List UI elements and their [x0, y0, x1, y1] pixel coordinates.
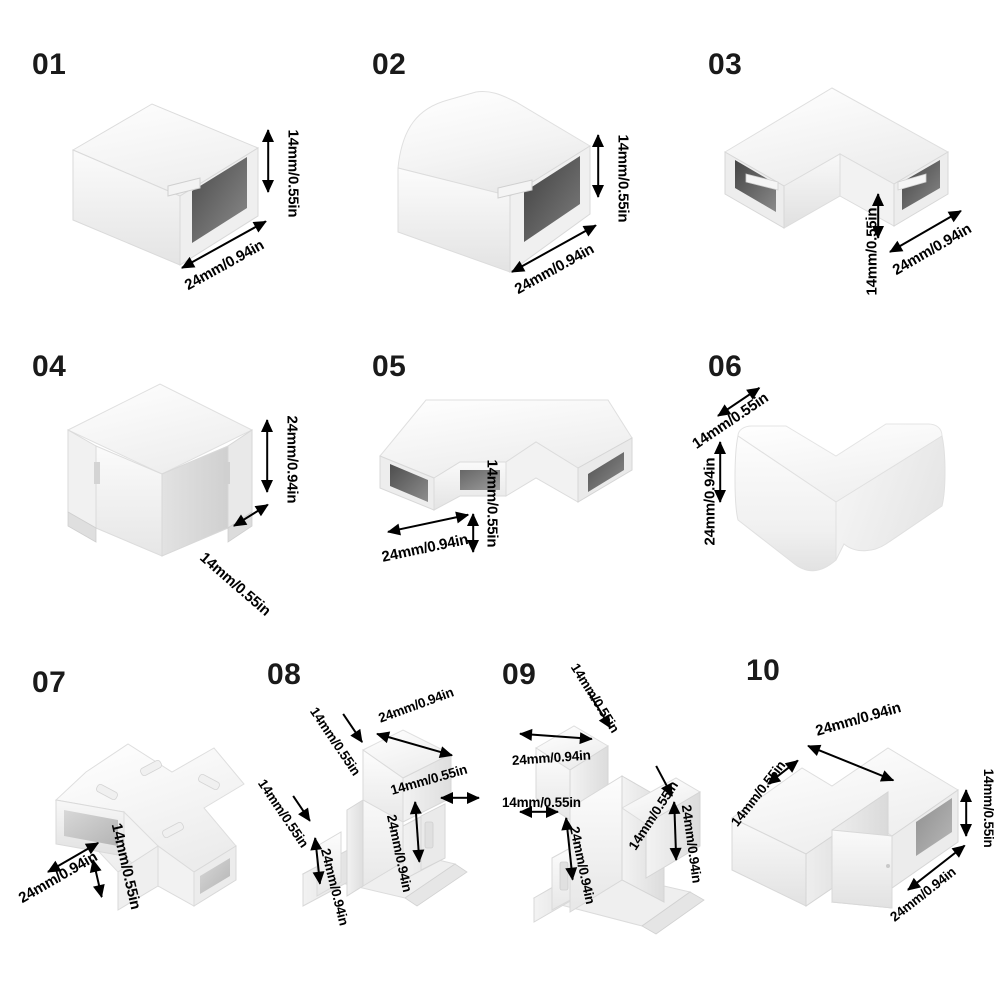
dim-arrow-rightheight-09: [667, 800, 683, 862]
item-number-07: 07: [32, 666, 67, 699]
item-number-08: 08: [267, 658, 302, 691]
item-08: 08: [255, 650, 505, 1000]
dim-label-rightheight-10: 14mm/0.55in: [980, 768, 996, 848]
crossover-shape: [731, 747, 959, 909]
product-illustration-05: [340, 330, 680, 660]
dim-label-height-06: 24mm/0.94in: [701, 457, 719, 546]
product-illustration-09: [490, 630, 750, 1000]
product-illustration-01: [0, 0, 340, 330]
item-number-04: 04: [32, 350, 67, 383]
product-illustration-03: [680, 0, 1000, 330]
dim-label-leftdepth-09: 14mm/0.55in: [502, 795, 581, 810]
item-number-03: 03: [708, 48, 743, 81]
item-04: 04: [0, 330, 340, 660]
product-illustration-10: [720, 640, 1000, 1000]
dim-label-height-03: 14mm/0.55in: [863, 207, 881, 296]
product-illustration-07: [0, 660, 260, 1000]
item-10: 10: [720, 640, 1000, 1000]
product-illustration-02: [340, 0, 680, 330]
item-number-02: 02: [372, 48, 407, 81]
endcap-shape: [397, 91, 591, 273]
item-05: 05: [340, 330, 680, 660]
coupler-shape: [71, 103, 260, 266]
item-01: 01: [0, 0, 340, 330]
item-number-09: 09: [502, 658, 537, 691]
cross-shape: [54, 743, 245, 911]
item-number-01: 01: [32, 48, 67, 81]
elbow-shape: [724, 87, 950, 229]
dim-label-height-02: 14mm/0.55in: [614, 134, 632, 223]
item-number-05: 05: [372, 350, 407, 383]
item-02: 02: [340, 0, 680, 330]
dim-label-height-01: 14mm/0.55in: [284, 129, 302, 218]
item-number-06: 06: [708, 350, 743, 383]
dim-label-height-05: 14mm/0.55in: [483, 459, 501, 548]
tee-shape: [379, 399, 633, 511]
item-07: 07: [0, 660, 260, 1000]
item-number-10: 10: [746, 654, 781, 687]
three-way-corner-mirror-shape: [532, 725, 705, 935]
item-06: 06: [660, 330, 1000, 660]
product-illustration-06: [660, 330, 1000, 660]
internal-corner-shape: [66, 383, 254, 557]
item-09: 09: [490, 630, 750, 1000]
product-illustration-04: [0, 330, 340, 660]
item-03: 03: [680, 0, 1000, 330]
external-corner-shape: [734, 423, 946, 572]
dim-label-height-04: 24mm/0.94in: [283, 415, 301, 504]
